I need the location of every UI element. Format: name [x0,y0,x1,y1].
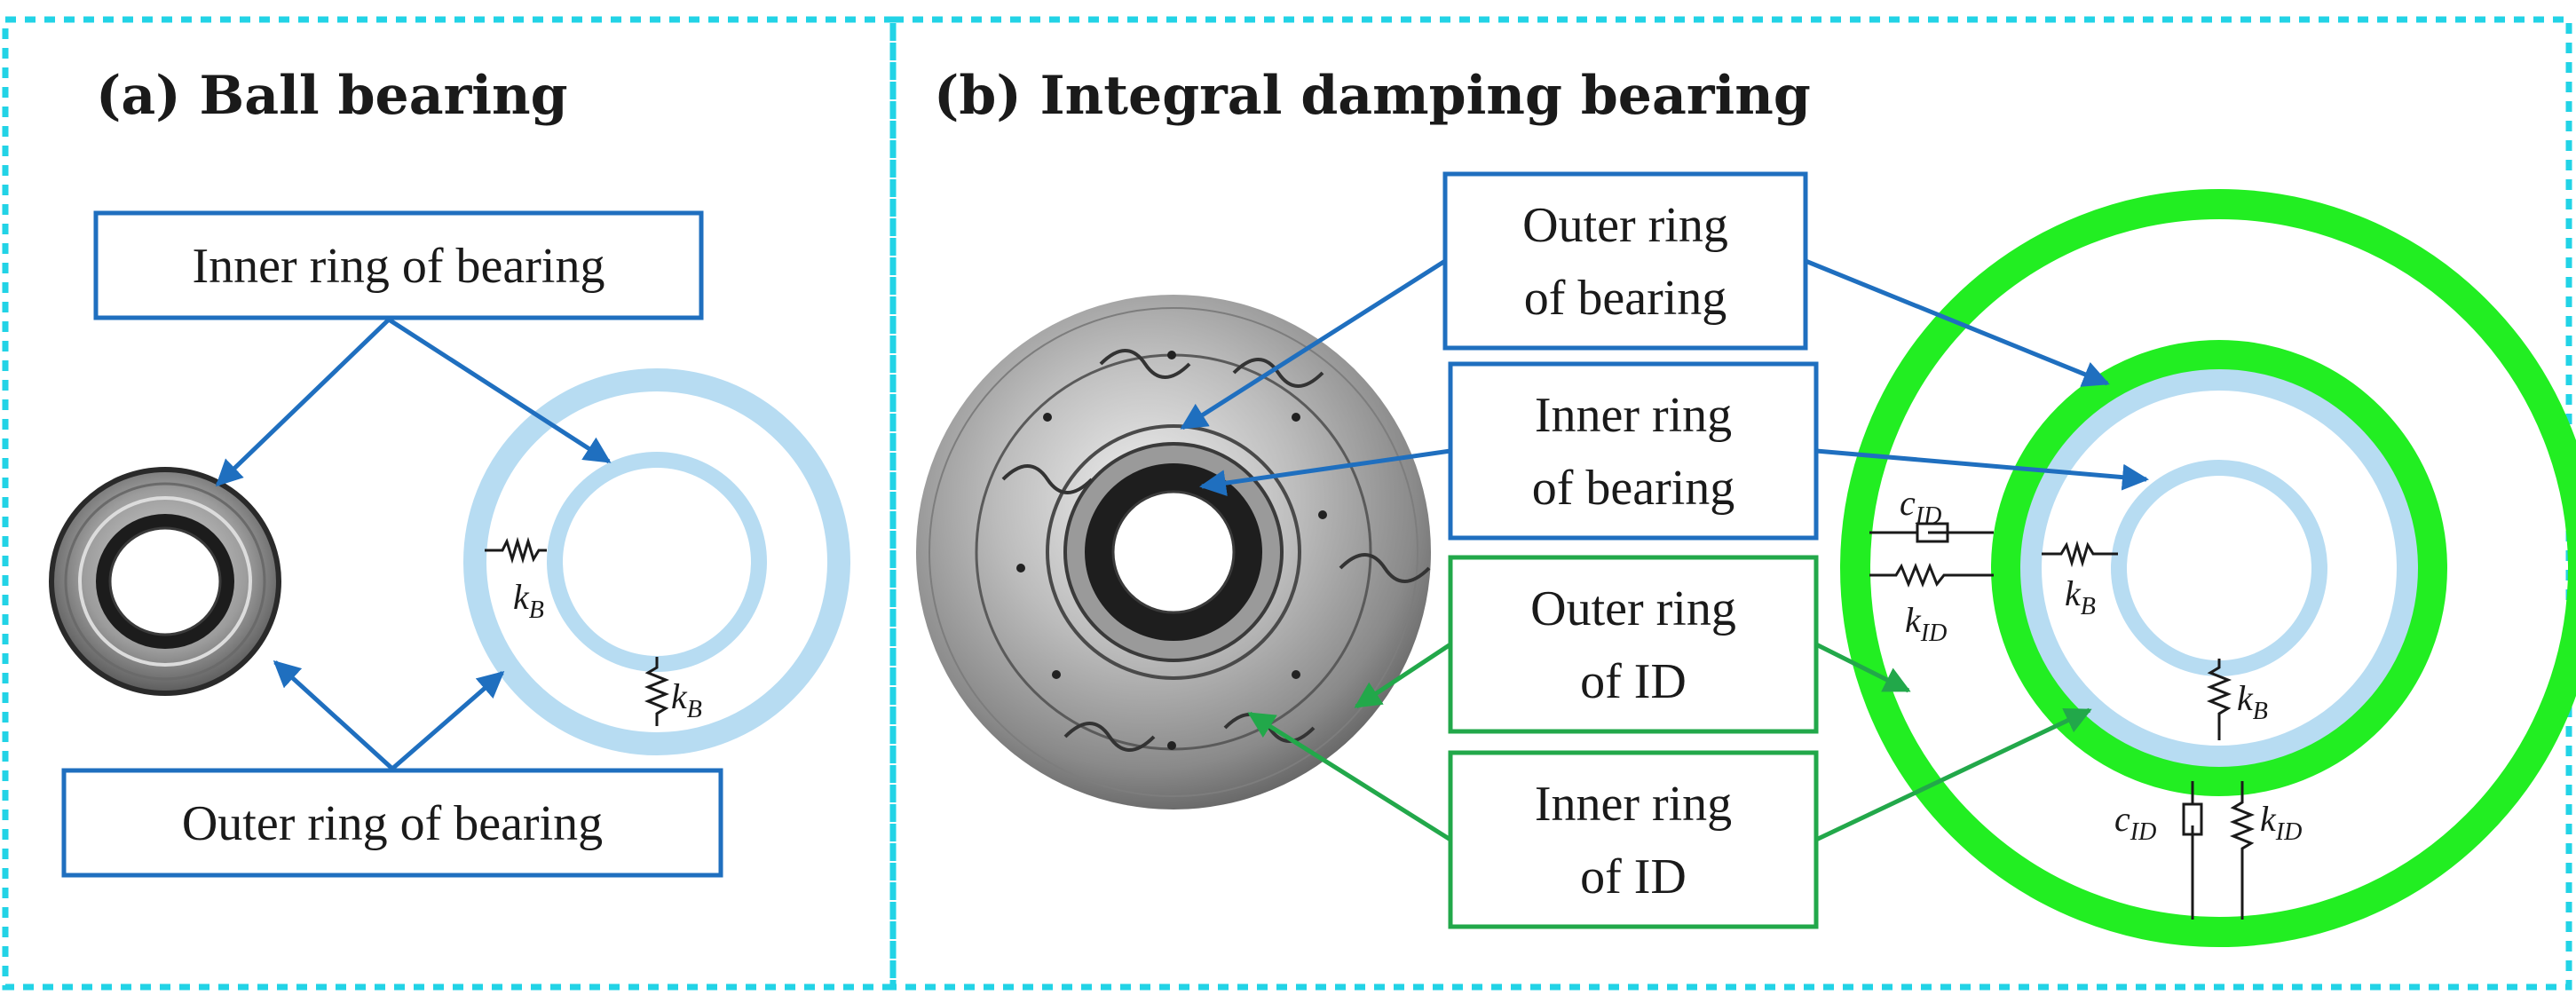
spring-kid-label-1: kID [1905,600,1947,647]
ball-bearing-image [49,467,281,696]
spring-kb-label-2: kB [671,676,702,723]
spring-kid-label-2: kID [2260,799,2302,846]
box-inner-ring-id-line1: Inner ring [1535,777,1732,832]
spring-kb-vertical-b [2206,659,2232,740]
panel-b-title: (b) Integral damping bearing [934,65,1811,127]
integral-damping-bearing-image [916,295,1431,810]
box-outer-ring-id-line1: Outer ring [1530,581,1736,636]
outer-ring-label: Outer ring of bearing [182,796,603,851]
panel-b-arrows-blue [1180,258,2149,497]
panel-a-title: (a) Ball bearing [96,65,568,127]
outer-ring-label-box [61,768,723,878]
damper-cid-horizontal [1869,522,1994,543]
inner-ring-label-box [93,210,704,320]
outer-ring-diagram [463,368,850,755]
outer-ring-bearing-diagram [2020,369,2418,767]
box-outer-ring-bearing-line2: of bearing [1524,271,1727,326]
box-outer-ring-bearing-line1: Outer ring [1522,198,1728,253]
spring-kb-vertical [644,657,670,726]
box-inner-ring-id [1448,750,1819,929]
spring-kb-horizontal [485,536,547,565]
spring-kb-label-b1: kB [2065,573,2096,620]
panel-b-frame [889,16,2572,991]
damper-cid-label-1: cID [1900,483,1941,530]
inner-ring-label: Inner ring of bearing [193,239,605,294]
spring-kid-horizontal [1869,562,1994,588]
box-inner-ring-bearing [1448,361,1819,541]
inner-ring-diagram [547,452,767,672]
panel-b-arrows-green [1247,642,2092,842]
box-outer-ring-id-line2: of ID [1580,654,1687,709]
box-inner-ring-bearing-line2: of bearing [1532,461,1735,516]
spring-kid-vertical [2229,781,2256,920]
box-outer-ring-bearing [1442,171,1808,351]
panel-a-arrows [215,317,612,770]
spring-kb-label-b2: kB [2237,678,2268,725]
box-inner-ring-bearing-line1: Inner ring [1535,388,1732,443]
inner-ring-id-diagram [1991,340,2447,796]
outer-ring-id-diagram [1840,189,2576,947]
spring-kb-horizontal-b [2042,540,2118,568]
damper-cid-vertical [2182,781,2203,920]
inner-ring-bearing-diagram [2111,460,2327,676]
panel-a-frame [2,16,897,991]
box-inner-ring-id-line2: of ID [1580,849,1687,904]
damper-cid-label-2: cID [2114,799,2156,846]
spring-kb-label-1: kB [513,577,544,624]
